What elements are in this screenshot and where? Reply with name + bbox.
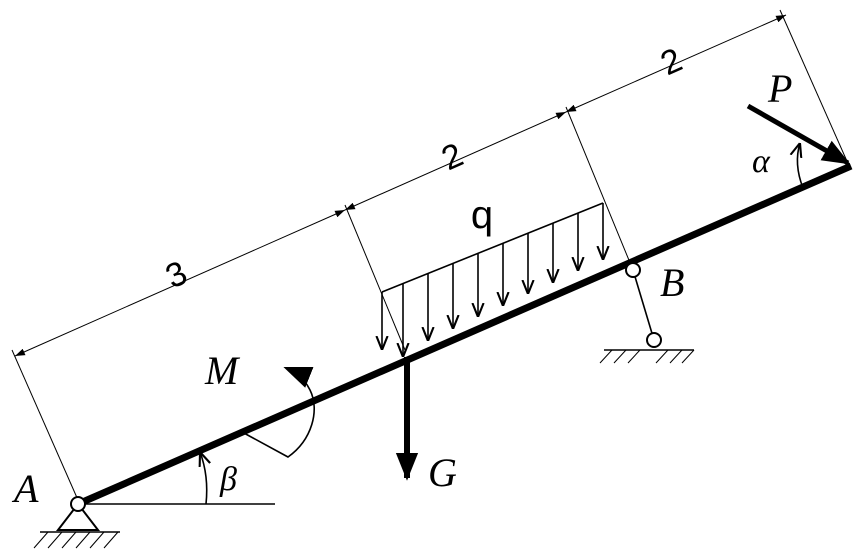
support-label-a: A: [11, 466, 39, 511]
force-arrow-p: [746, 103, 851, 166]
weight-label-g: G: [428, 450, 457, 495]
dimension-line-2a: [344, 111, 567, 211]
support-b-rod: [599, 262, 695, 364]
force-label-p: P: [767, 66, 792, 111]
dimension-line-2b: [565, 14, 787, 113]
angle-label-alpha: α: [752, 143, 771, 180]
load-top-line: [381, 202, 604, 293]
dimension-lines: [14, 14, 787, 357]
dimension-line-3: [14, 209, 346, 357]
load-label-q: q: [471, 193, 493, 237]
beam: [76, 162, 853, 508]
angle-label-beta: β: [219, 461, 237, 498]
angle-arc-beta: [200, 452, 207, 505]
dimension-extension-lines: [11, 9, 851, 501]
support-a-pin: [33, 496, 120, 549]
moment-arrow-m: [241, 366, 315, 458]
moment-label-m: M: [204, 348, 241, 393]
support-label-b: B: [660, 260, 684, 305]
distributed-load-q: [381, 202, 604, 357]
angle-arc-alpha: [797, 143, 804, 189]
dimension-label-2b: 2: [655, 41, 688, 83]
